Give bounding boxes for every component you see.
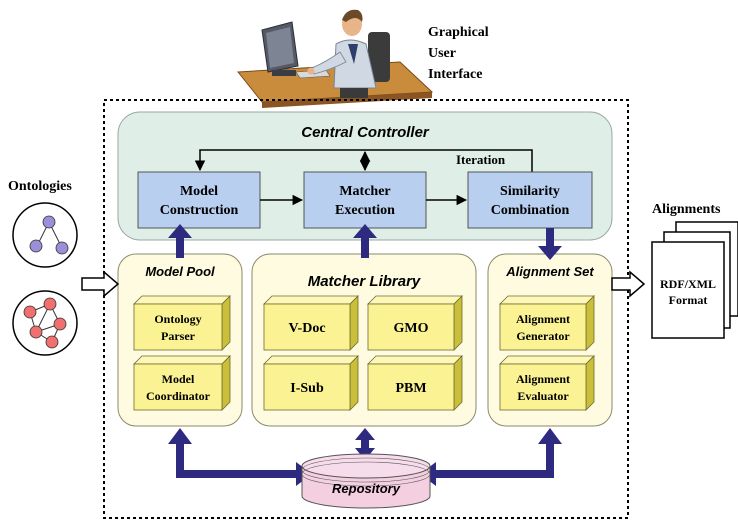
gui-user-illustration <box>237 9 434 108</box>
alignment-set-title: Alignment Set <box>505 264 594 279</box>
iteration-label: Iteration <box>456 152 506 167</box>
model-pool-title: Model Pool <box>145 264 215 279</box>
ontology-parser-line-1: Ontology <box>154 312 201 326</box>
gmo-label: GMO <box>394 321 429 336</box>
iteration-loop-arrow <box>194 149 533 172</box>
repository-label: Repository <box>332 481 401 496</box>
system-boundary <box>103 99 629 519</box>
repository-cylinder <box>301 453 431 509</box>
model-pool-to-construction-arrow <box>168 224 192 258</box>
ontology-input-arrow <box>81 270 120 298</box>
ontology-graph-1 <box>12 202 78 268</box>
combination-to-alignment-set-arrow <box>538 228 562 260</box>
ontology-parser-cube <box>133 295 231 351</box>
alignment-evaluator-line-2: Evaluator <box>517 389 569 403</box>
matcher-execution-line-2: Execution <box>335 203 395 218</box>
alignment-generator-line-2: Generator <box>516 329 570 343</box>
pbm-cube <box>367 355 463 411</box>
isub-cube <box>263 355 359 411</box>
similarity-combination-box <box>467 171 593 229</box>
alignments-label: Alignments <box>652 202 721 217</box>
vdoc-label: V-Doc <box>288 321 325 336</box>
model-pool-repository-link <box>168 428 312 486</box>
matcher-library-title: Matcher Library <box>308 273 421 290</box>
central-controller-title: Central Controller <box>301 124 430 141</box>
alignment-generator-line-1: Alignment <box>516 312 570 326</box>
isub-label: I-Sub <box>290 381 324 396</box>
alignment-doc-line-2: Format <box>669 293 708 307</box>
alignment-output-arrow <box>611 270 646 298</box>
alignment-set-repository-link <box>420 428 562 486</box>
similarity-combination-line-1: Similarity <box>500 184 560 199</box>
matcher-execution-line-1: Matcher <box>339 184 390 199</box>
alignment-doc-line-1: RDF/XML <box>660 277 716 291</box>
model-coordinator-line-2: Coordinator <box>146 389 211 403</box>
gui-label-line-3: Interface <box>428 67 482 82</box>
vdoc-cube <box>263 295 359 351</box>
model-construction-line-2: Construction <box>160 203 239 218</box>
ontology-parser-line-2: Parser <box>161 329 196 343</box>
model-construction-line-1: Model <box>180 184 218 199</box>
model-coordinator-cube <box>133 355 231 411</box>
alignment-documents <box>651 221 738 339</box>
matcher-execution-box <box>303 171 427 229</box>
gui-label-line-1: Graphical <box>428 25 489 40</box>
alignment-generator-cube <box>499 295 595 351</box>
pbm-label: PBM <box>395 381 426 396</box>
gmo-cube <box>367 295 463 351</box>
alignment-evaluator-cube <box>499 355 595 411</box>
similarity-combination-line-2: Combination <box>491 203 570 218</box>
alignment-evaluator-line-1: Alignment <box>516 372 570 386</box>
model-coordinator-line-1: Model <box>162 372 195 386</box>
gui-label-line-2: User <box>428 46 456 61</box>
library-to-execution-arrow <box>353 224 377 258</box>
model-construction-box <box>137 171 261 229</box>
ontologies-label: Ontologies <box>8 179 72 194</box>
ontology-graph-2 <box>12 290 78 356</box>
